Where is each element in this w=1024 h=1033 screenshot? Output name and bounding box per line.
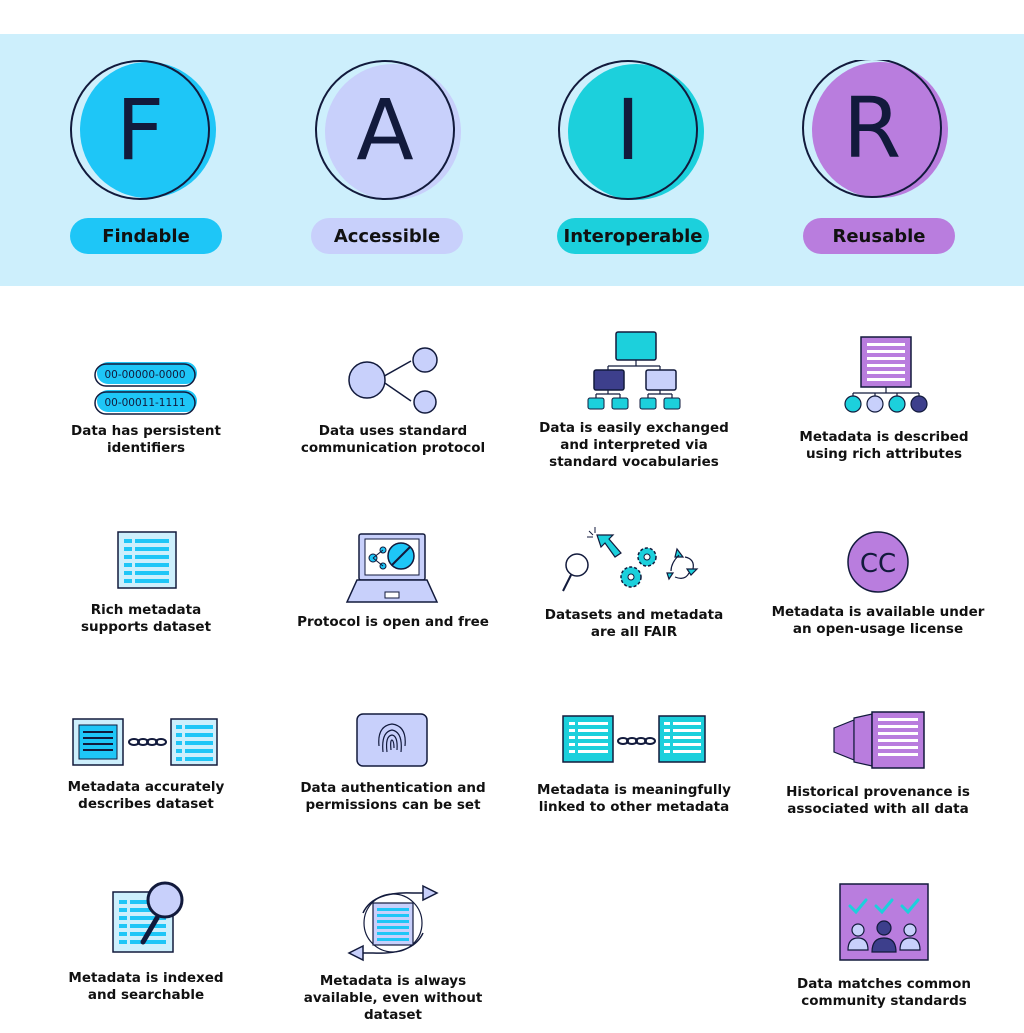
findable-letter: F	[115, 81, 165, 179]
findable-item-identifiers: 00-00000-0000 00-00011-1111 Data has per…	[36, 355, 256, 505]
pillar-accessible: A Accessible	[285, 34, 485, 286]
hierarchy-icon	[587, 331, 681, 410]
reusable-caption-3: Historical provenance is associated with…	[786, 784, 970, 817]
document-icon	[117, 531, 177, 589]
reusable-letter-circle: R	[802, 60, 952, 210]
interoperable-caption-2: Datasets and metadata are all FAIR	[544, 607, 724, 640]
findable-caption-2: Rich metadata supports dataset	[80, 602, 212, 635]
creative-commons-icon: CC	[847, 531, 909, 593]
interoperable-caption-3: Metadata is meaningfully linked to other…	[537, 782, 731, 815]
interoperable-letter-circle: I	[558, 60, 708, 210]
reusable-item-license: CC Metadata is available under an open-u…	[768, 530, 988, 680]
linked-documents-icon	[72, 718, 218, 766]
telescope-document-icon	[833, 711, 925, 769]
fair-banner: F Findable A Accessible I Interoperable	[0, 34, 1024, 286]
accessible-caption-4: Metadata is always available, even witho…	[303, 973, 483, 1023]
interoperable-caption-1: Data is easily exchanged and interpreted…	[539, 420, 729, 470]
accessible-item-open-free: Protocol is open and free	[283, 530, 503, 680]
findable-letter-circle: F	[70, 60, 220, 210]
linked-metadata-icon	[562, 715, 706, 763]
accessible-caption-1: Data uses standard communication protoco…	[300, 423, 486, 456]
magnifier-document-icon	[112, 881, 184, 953]
interoperable-letter: I	[615, 81, 641, 179]
accessible-letter: A	[356, 81, 414, 179]
fingerprint-icon	[356, 713, 428, 767]
interoperable-pill: Interoperable	[557, 218, 709, 254]
reusable-item-provenance: Historical provenance is associated with…	[768, 710, 988, 860]
reusable-caption-2: Metadata is available under an open-usag…	[771, 604, 985, 637]
pillar-findable: F Findable	[40, 34, 240, 286]
search-cursor-gears-icon	[562, 527, 699, 592]
accessible-letter-circle: A	[315, 60, 465, 210]
findable-caption-1: Data has persistent identifiers	[71, 423, 221, 456]
accessible-pill: Accessible	[311, 218, 463, 254]
findable-item-indexed: Metadata is indexed and searchable	[36, 878, 256, 1028]
share-icon	[348, 347, 438, 414]
findable-caption-3: Metadata accurately describes dataset	[67, 779, 225, 812]
pillar-interoperable: I Interoperable	[528, 34, 728, 286]
accessible-caption-2: Protocol is open and free	[297, 614, 489, 630]
findable-item-accurate: Metadata accurately describes dataset	[36, 715, 256, 865]
reusable-pill: Reusable	[803, 218, 955, 254]
identifier-tag-2: 00-00011-1111	[104, 397, 185, 409]
identifier-tags-icon: 00-00000-0000 00-00011-1111	[94, 362, 197, 415]
reusable-item-rich-attributes: Metadata is described using rich attribu…	[774, 335, 994, 485]
interoperable-item-vocabularies: Data is easily exchanged and interpreted…	[524, 330, 744, 480]
reusable-caption-1: Metadata is described using rich attribu…	[799, 429, 969, 462]
laptop-icon	[345, 533, 439, 603]
findable-item-rich-metadata: Rich metadata supports dataset	[36, 530, 256, 680]
attributes-tree-icon	[844, 336, 928, 413]
interoperable-item-linked: Metadata is meaningfully linked to other…	[524, 712, 744, 862]
accessible-item-always-available: Metadata is always available, even witho…	[283, 883, 503, 1033]
identifier-tag-1: 00-00000-0000	[104, 369, 185, 381]
reusable-caption-4: Data matches common community standards	[796, 976, 971, 1009]
reusable-item-community: Data matches common community standards	[774, 880, 994, 1030]
community-checks-icon	[839, 883, 929, 961]
license-badge-text: CC	[860, 549, 896, 579]
findable-caption-4: Metadata is indexed and searchable	[68, 970, 224, 1003]
pillar-reusable: R Reusable	[772, 34, 972, 286]
interoperable-item-all-fair: Datasets and metadata are all FAIR	[524, 525, 744, 675]
sync-document-icon	[347, 884, 439, 962]
reusable-letter: R	[842, 79, 902, 177]
accessible-item-protocol: Data uses standard communication protoco…	[283, 345, 503, 495]
accessible-item-authentication: Data authentication and permissions can …	[283, 710, 503, 860]
findable-pill: Findable	[70, 218, 222, 254]
accessible-caption-3: Data authentication and permissions can …	[300, 780, 486, 813]
